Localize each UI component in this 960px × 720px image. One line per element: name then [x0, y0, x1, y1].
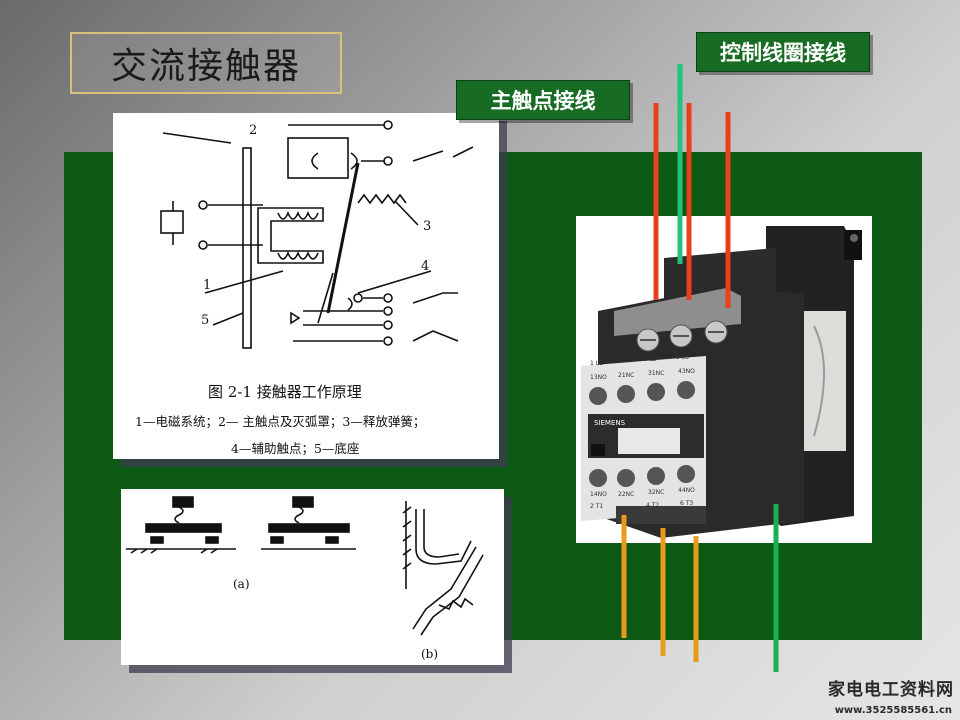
- aux-label-14: 14NO: [590, 491, 607, 498]
- terminal-label-t2: 4 T2: [646, 502, 660, 509]
- figure-caption-line-1: 1—电磁系统；2— 主触点及灭弧罩；3—释放弹簧；: [135, 414, 426, 429]
- main-contact-wiring-label: 主触点接线: [456, 80, 630, 120]
- label-b: (b): [421, 647, 439, 661]
- contactor-photo: SIEMENS 13NO 21NC 31NC 43NO 14NO 22NC 32…: [576, 216, 872, 543]
- aux-label-13: 13NO: [590, 374, 607, 381]
- aux-label-31: 31NC: [648, 370, 665, 377]
- label-a: (a): [233, 577, 250, 591]
- contact-types-diagram: (a) (b): [121, 489, 504, 665]
- callout-3: 3: [423, 219, 432, 234]
- callout-4: 4: [421, 259, 430, 274]
- aux-label-21: 21NC: [618, 372, 635, 379]
- contact-types-schematic: [126, 496, 484, 636]
- terminal-label-l3: 5 L3: [676, 354, 689, 361]
- callout-2: 2: [249, 123, 258, 138]
- figure-caption-title: 图 2-1 接触器工作原理: [208, 383, 362, 401]
- terminal-label-t1: 2 T1: [590, 503, 604, 510]
- contactor-principle-diagram: 2 3 4 1 5 图 2-1 接触器工作原理 1—电磁系统；2— 主触点及灭弧…: [113, 113, 499, 459]
- watermark-url: www.3525585561.cn: [834, 705, 952, 716]
- aux-label-22: 22NC: [618, 491, 635, 498]
- coil-wiring-label: 控制线圈接线: [696, 32, 870, 72]
- watermark-name: 家电电工资料网: [828, 680, 954, 700]
- slide-title-box: 交流接触器: [70, 32, 342, 94]
- contactor-illustration: [581, 226, 862, 538]
- aux-label-32: 32NC: [648, 489, 665, 496]
- slide-title: 交流接触器: [110, 46, 301, 87]
- terminal-label-l1: 1 L1: [590, 360, 603, 367]
- terminal-label-l2: 3 L2: [644, 356, 657, 363]
- figure-caption-line-2: 4—辅助触点；5—底座: [231, 441, 360, 456]
- callout-1: 1: [203, 278, 212, 293]
- brand-label: SIEMENS: [594, 419, 626, 427]
- aux-label-43: 43NO: [678, 368, 695, 375]
- terminal-label-t3: 6 T3: [680, 500, 694, 507]
- aux-label-44: 44NO: [678, 487, 695, 494]
- callout-5: 5: [201, 313, 210, 328]
- principle-schematic: [160, 120, 474, 349]
